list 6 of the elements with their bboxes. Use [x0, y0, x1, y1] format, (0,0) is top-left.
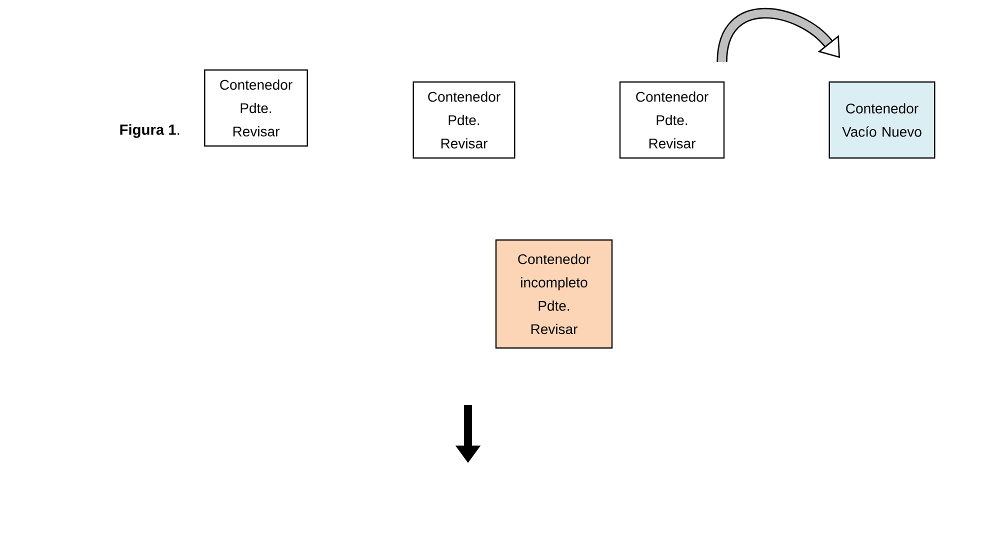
figure-label: Figura 1.: [120, 124, 180, 138]
process-box: Contenedor Vacío Nuevo: [828, 81, 936, 159]
process-box: Contenedor Pdte. Revisar: [412, 81, 516, 159]
process-box: Contenedor incompleto Pdte. Revisar: [495, 239, 613, 349]
process-box: Contenedor Pdte. Revisar: [204, 69, 308, 147]
process-box: Contenedor Pdte. Revisar: [619, 81, 725, 159]
